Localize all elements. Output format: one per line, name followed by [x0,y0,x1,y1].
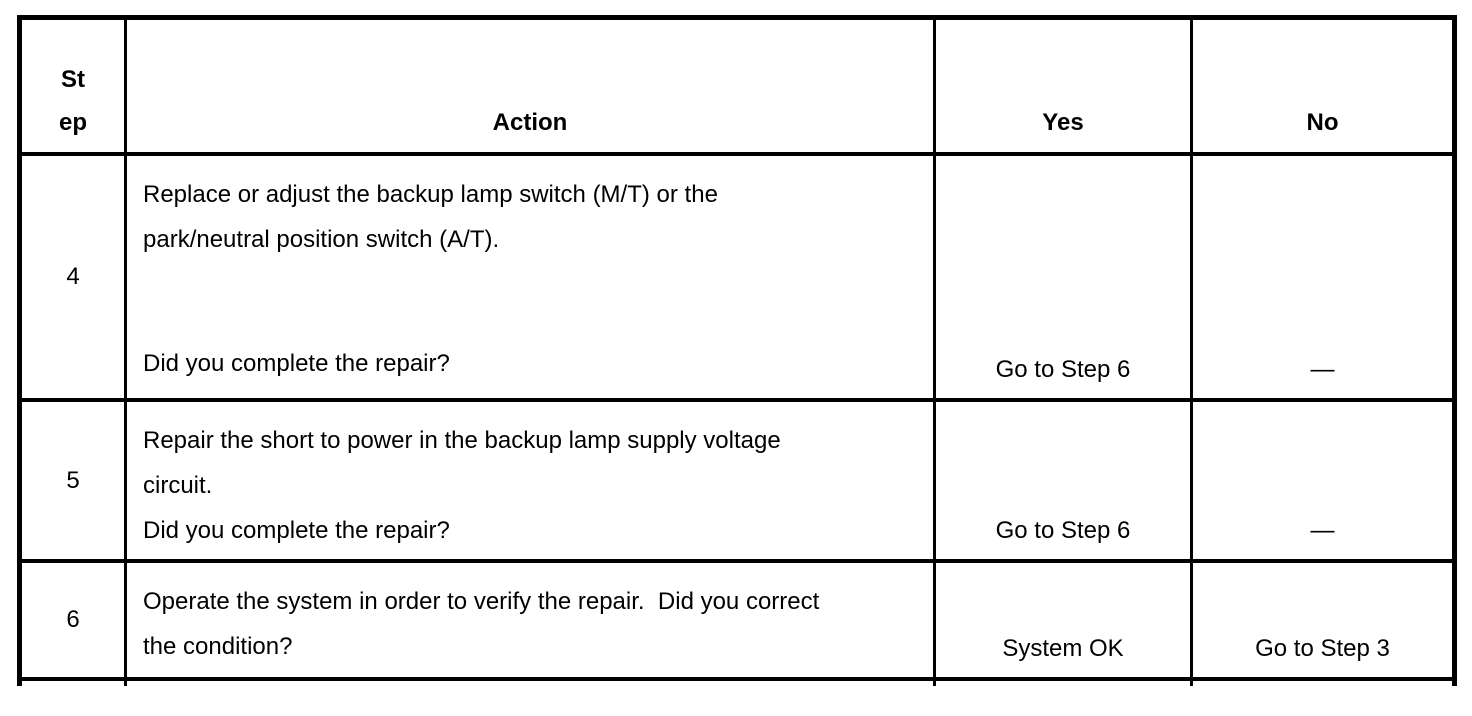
diagnostic-table: St ep Action Yes No 4 Replace or adjust … [17,15,1457,686]
header-no: No [1306,109,1339,136]
action-description: Operate the system in order to verify th… [143,588,826,660]
cutoff-cell [936,681,1193,686]
table-cutoff-row [22,681,1452,686]
action-cell: Replace or adjust the backup lamp switch… [127,156,936,398]
cutoff-cell [1193,681,1452,686]
action-question: Did you complete the repair? [143,517,450,544]
action-description: Repair the short to power in the backup … [143,427,788,499]
step-number: 6 [22,563,127,677]
header-step: St ep [22,20,127,152]
action-cell: Operate the system in order to verify th… [127,563,936,677]
no-cell: Go to Step 3 [1255,635,1390,662]
table-header-row: St ep Action Yes No [22,20,1452,156]
table-row-step-6: 6 Operate the system in order to verify … [22,563,1452,681]
step-number: 5 [22,402,127,559]
cutoff-cell [127,681,936,686]
cutoff-cell [22,681,127,686]
action-question: Did you complete the repair? [143,350,450,377]
yes-cell: Go to Step 6 [936,156,1193,398]
action-cell: Repair the short to power in the backup … [127,402,936,559]
no-cell: — [1310,517,1335,544]
no-cell: — [1310,356,1335,383]
yes-cell: Go to Step 6 [936,402,1193,559]
action-description: Replace or adjust the backup lamp switch… [143,181,725,253]
step-number: 4 [22,156,127,398]
header-yes: Yes [936,20,1193,152]
header-action: Action [127,20,936,152]
yes-cell: System OK [936,563,1193,677]
table-row-step-4: 4 Replace or adjust the backup lamp swit… [22,156,1452,402]
table-row-step-5: 5 Repair the short to power in the backu… [22,402,1452,563]
